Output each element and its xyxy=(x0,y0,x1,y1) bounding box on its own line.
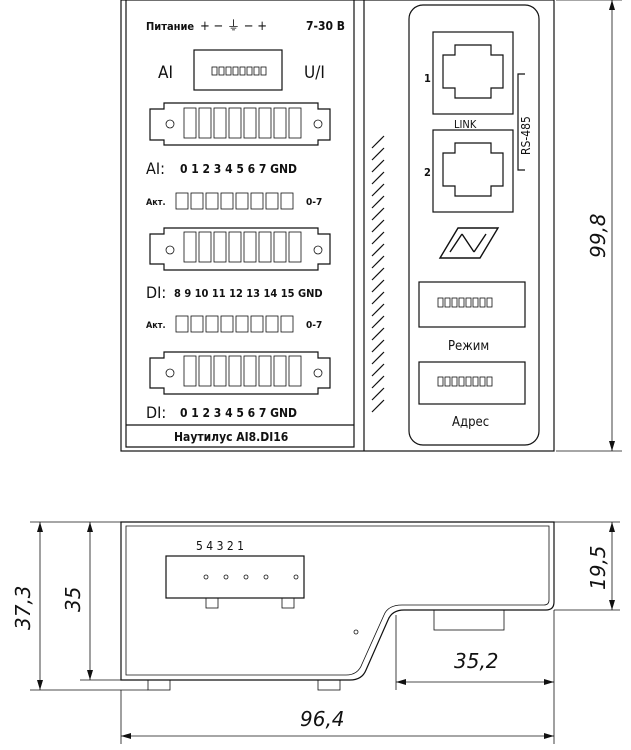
right-panel xyxy=(408,4,540,446)
dip-switch-ai-ui[interactable] xyxy=(193,49,283,91)
led-row-2 xyxy=(175,315,294,333)
di-row-prefix-top: DI: xyxy=(146,283,166,302)
dim-depth-35: 35 xyxy=(61,587,85,612)
act-range-2: 0-7 xyxy=(306,320,322,331)
address-label: Адрес xyxy=(452,415,489,430)
ui-label: U/I xyxy=(304,63,325,83)
front-panel xyxy=(125,0,355,448)
dimension-width-964 xyxy=(120,690,555,744)
rs485-label: RS-485 xyxy=(519,116,533,155)
dip-switch-address[interactable] xyxy=(418,361,526,405)
dim-height-195: 19,5 xyxy=(586,545,610,590)
led-row-1 xyxy=(175,192,294,210)
terminal-block-ai xyxy=(149,102,331,146)
rj45-port-2[interactable] xyxy=(432,129,514,213)
di-row-channels-top: 8 9 10 11 12 13 14 15 GND xyxy=(174,287,323,300)
device-outline xyxy=(120,0,555,452)
port-1-label: 1 xyxy=(424,72,431,85)
power-range: 7-30 В xyxy=(306,19,345,33)
terminal-block-di-top xyxy=(149,227,331,271)
ai-label: AI xyxy=(158,63,173,83)
dimension-height-total xyxy=(556,0,622,452)
dip-switch-ai-ui-keys xyxy=(211,66,267,76)
dim-width-352: 35,2 xyxy=(454,649,499,673)
di-row-prefix-bottom: DI: xyxy=(146,403,166,422)
nautilus-logo xyxy=(438,227,500,259)
terminal-block-di-bottom xyxy=(149,351,331,395)
ai-row-prefix: AI: xyxy=(146,159,165,178)
ai-row-channels: 0 1 2 3 4 5 6 7 GND xyxy=(180,162,297,176)
rj45-port-1[interactable] xyxy=(432,31,514,115)
dimension-height-195 xyxy=(554,521,620,611)
dim-height-total: 99,8 xyxy=(586,213,610,258)
dimension-depth xyxy=(30,521,148,691)
dim-depth-373: 37,3 xyxy=(11,585,35,630)
act-label-2: Акт. xyxy=(146,321,166,331)
dim-width-964: 96,4 xyxy=(300,707,345,731)
rs485-bracket xyxy=(517,73,525,171)
model-label: Наутилус AI8.DI16 xyxy=(174,430,288,444)
act-range-1: 0-7 xyxy=(306,197,322,208)
act-label-1: Акт. xyxy=(146,198,166,208)
vent-slots xyxy=(371,135,385,413)
side-view xyxy=(120,521,555,691)
power-terminals: + − ⏚ − + xyxy=(200,19,267,34)
power-label: Питание xyxy=(146,20,194,33)
port-2-label: 2 xyxy=(424,166,431,179)
mode-label: Режим xyxy=(448,339,489,354)
link-label: LINK xyxy=(454,118,477,131)
dip-switch-mode[interactable] xyxy=(418,281,526,328)
di-row-channels-bottom: 0 1 2 3 4 5 6 7 GND xyxy=(180,406,297,420)
dimension-width-352 xyxy=(395,610,555,690)
pin-numbers: 5 4 3 2 1 xyxy=(196,539,244,553)
